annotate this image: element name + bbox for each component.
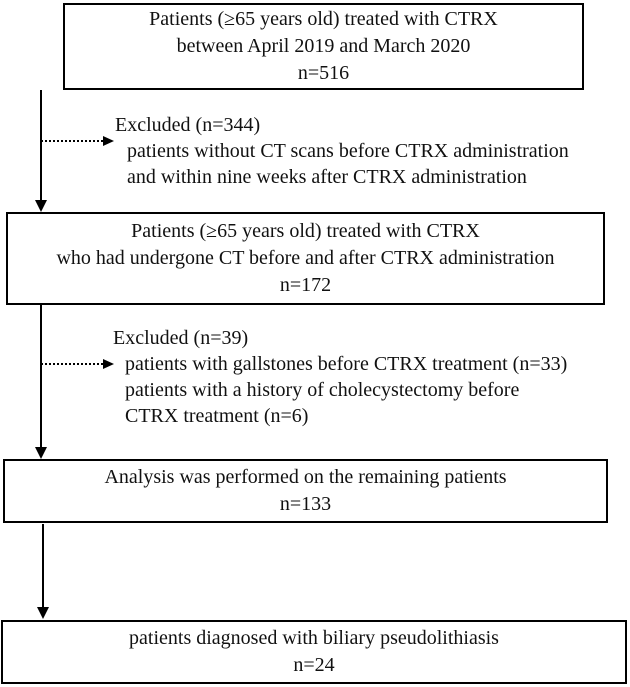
flow-box-pseudolithiasis: patients diagnosed with biliary pseudoli… [1,620,627,684]
box-text-line: Patients (≥65 years old) treated with CT… [131,220,480,242]
box-count: n=133 [279,493,332,515]
box-text-line: who had undergone CT before and after CT… [56,247,555,269]
exclusion-reason: and within nine weeks after CTRX adminis… [127,166,527,188]
exclusion-reason: patients without CT scans before CTRX ad… [127,140,569,162]
box-text-line: Patients (≥65 years old) treated with CT… [149,8,498,30]
box-text-line: between April 2019 and March 2020 [176,35,471,57]
box-text-line: patients diagnosed with biliary pseudoli… [129,627,499,649]
down-arrow-line [40,90,42,200]
exclusion-reason: CTRX treatment (n=6) [125,405,309,427]
box-count: n=172 [279,274,332,296]
box-text-line: Analysis was performed on the remaining … [104,466,507,488]
exclusion-title: Excluded (n=344) [115,114,261,136]
exclusion-title: Excluded (n=39) [113,327,249,349]
exclusion-note-2: Excluded (n=39) patients with gallstones… [113,325,567,429]
arrowhead-down-icon [35,200,47,212]
arrowhead-right-icon [103,359,114,369]
arrowhead-down-icon [35,447,47,459]
flow-box-analysis: Analysis was performed on the remaining … [3,459,608,523]
arrowhead-right-icon [103,136,114,146]
flow-box-population: Patients (≥65 years old) treated with CT… [63,3,584,90]
flow-box-ct-cohort: Patients (≥65 years old) treated with CT… [6,212,605,305]
dashed-arrow-line [41,140,103,142]
down-arrow-line [40,305,42,447]
down-arrow-line [42,524,44,607]
arrowhead-down-icon [37,607,49,619]
exclusion-reason: patients with a history of cholecystecto… [125,379,520,401]
dashed-arrow-line [41,363,103,365]
exclusion-note-1: Excluded (n=344) patients without CT sca… [115,112,569,190]
box-count: n=516 [297,62,350,84]
box-count: n=24 [293,654,335,676]
exclusion-reason: patients with gallstones before CTRX tre… [125,353,568,375]
